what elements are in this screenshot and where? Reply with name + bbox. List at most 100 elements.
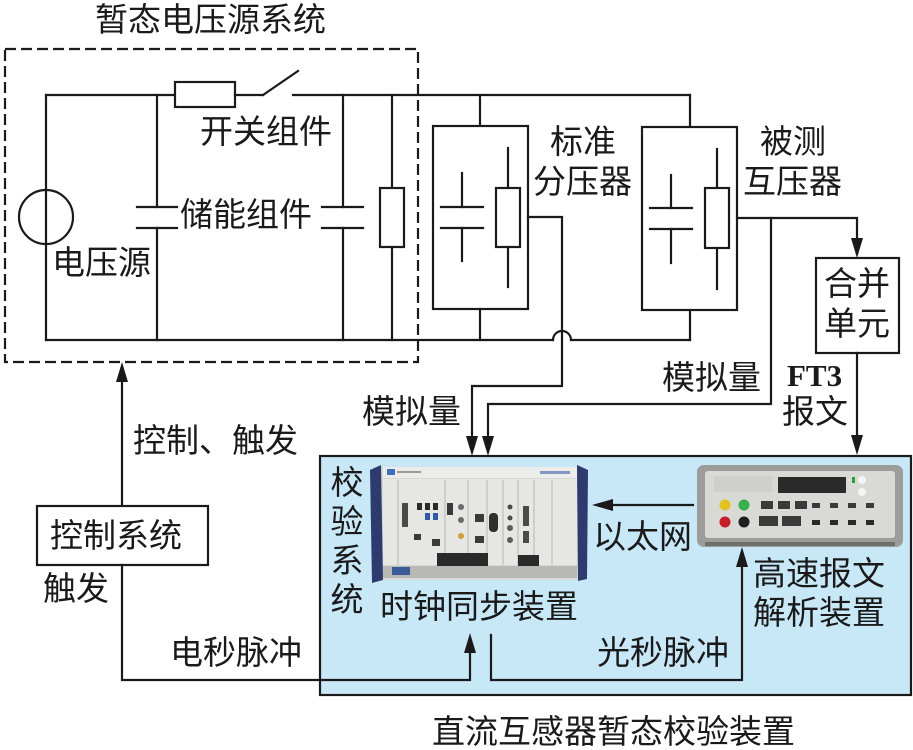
- arrowhead-left-icon: [592, 499, 613, 511]
- ethernet-port: [778, 501, 790, 509]
- indicator-grid: [714, 476, 772, 492]
- dut-label-line1: 被测: [760, 122, 826, 161]
- voltage-source-symbol: [17, 188, 75, 246]
- merging-unit-label-line2: 单元: [824, 304, 890, 343]
- wide-port: [759, 516, 778, 526]
- analog-signal-label-right: 模拟量: [662, 358, 761, 397]
- dut-output-wire: [735, 216, 859, 241]
- optical-pps-wire: [489, 564, 744, 682]
- standard-divider: [431, 93, 530, 342]
- ethernet-label: 以太网: [593, 517, 692, 556]
- arrowhead-down-icon: [466, 436, 478, 456]
- ethernet-port: [414, 534, 421, 540]
- wide-port: [782, 516, 801, 526]
- arrowhead-up-icon: [736, 547, 748, 567]
- red-jack: [719, 516, 731, 528]
- panel-button: [858, 476, 866, 484]
- coax-connector: [458, 504, 464, 510]
- analog-signal-wire-dut: [486, 216, 773, 439]
- cable-block: [437, 553, 488, 567]
- electrical-pps-label: 电秒脉冲: [170, 633, 302, 672]
- ethernet-port: [432, 539, 440, 546]
- ethernet-port: [475, 514, 484, 522]
- chassis-top-band: [383, 467, 577, 478]
- slot-dividers: [397, 480, 553, 565]
- control-system-box: [35, 504, 210, 567]
- model-strip: [540, 471, 570, 474]
- panel-button: [858, 488, 866, 496]
- analyzer-display: [778, 477, 846, 493]
- coax-connector: [507, 515, 513, 521]
- arrowhead-up-icon: [116, 362, 128, 382]
- switch-blade: [261, 69, 300, 97]
- control-system-label: 控制系统: [50, 516, 182, 555]
- arrowhead-up-icon: [464, 633, 476, 653]
- analyzer-label-line2: 解析装置: [753, 593, 885, 632]
- merging-unit-label-line1: 合并: [824, 264, 890, 303]
- source-circuit: [17, 69, 692, 342]
- figure-caption: 直流互感器暂态校验装置: [432, 712, 795, 750]
- module-connector: [523, 506, 529, 526]
- status-led: [852, 477, 855, 483]
- fiber-port: [848, 520, 856, 525]
- chassis-left-rail: [370, 465, 383, 583]
- dut-label-line2: 互压器: [743, 162, 842, 201]
- verification-system-label: 校验系统: [325, 465, 364, 621]
- electrical-pps-wire: [120, 563, 472, 682]
- fiber-port: [812, 503, 820, 508]
- fiber-port: [830, 503, 838, 508]
- usb-port: [425, 513, 430, 520]
- oval-connector: [489, 513, 498, 532]
- arrowhead-down-icon: [482, 436, 494, 456]
- switch-component-label: 开关组件: [200, 112, 332, 151]
- ethernet-port: [475, 536, 484, 543]
- module-connector: [523, 531, 529, 543]
- coax-connector: [507, 537, 513, 543]
- fiber-port: [812, 520, 820, 525]
- coax-connector: [458, 517, 464, 523]
- shunt-resistor: [378, 93, 406, 342]
- usb-port: [433, 513, 438, 520]
- usb-port: [425, 503, 430, 510]
- series-resistor: [173, 80, 237, 109]
- device-under-test: [640, 93, 739, 342]
- resistor-body: [494, 186, 522, 249]
- fiber-port: [866, 503, 874, 508]
- coax-connector: [458, 533, 464, 539]
- analyzer-feet: [705, 542, 895, 546]
- fiber-port: [866, 520, 874, 525]
- fiber-port: [830, 520, 838, 525]
- control-trigger-label: 控制、触发: [133, 421, 298, 460]
- standard-divider-label-line1: 标准: [550, 122, 616, 161]
- brand-logo-icon: [387, 469, 395, 475]
- coax-connector: [507, 504, 513, 510]
- voltage-source-system-boundary: [3, 47, 420, 364]
- voltage-source-label: 电压源: [52, 243, 151, 282]
- cable-block: [518, 555, 539, 567]
- optical-pps-label: 光秒脉冲: [597, 633, 729, 672]
- ethernet-port: [761, 501, 773, 509]
- black-jack: [738, 516, 750, 528]
- usb-port: [433, 503, 438, 510]
- resistor-body: [378, 186, 406, 249]
- clock-sync-device-label: 时钟同步装置: [380, 587, 578, 626]
- energy-storage-label: 储能组件: [180, 195, 312, 234]
- resistor-body: [703, 186, 731, 250]
- analyzer-device-image: [697, 465, 903, 547]
- storage-capacitor-1: [135, 93, 179, 342]
- chassis-bottom-badge: [392, 567, 410, 575]
- brand-strip: [397, 471, 421, 473]
- analog-signal-label-left: 模拟量: [362, 392, 461, 431]
- yellow-jack: [719, 499, 731, 511]
- trigger-label: 触发: [43, 569, 109, 608]
- ft3-message-label: 报文: [782, 392, 848, 431]
- ethernet-port: [795, 501, 807, 509]
- fiber-port: [848, 503, 856, 508]
- analog-signal-wire-standard: [470, 215, 564, 439]
- arrowhead-down-icon: [851, 238, 863, 258]
- voltage-source-system-title: 暂态电压源系统: [95, 0, 326, 39]
- usb-port: [417, 503, 422, 510]
- clock-sync-device-image: [370, 465, 588, 583]
